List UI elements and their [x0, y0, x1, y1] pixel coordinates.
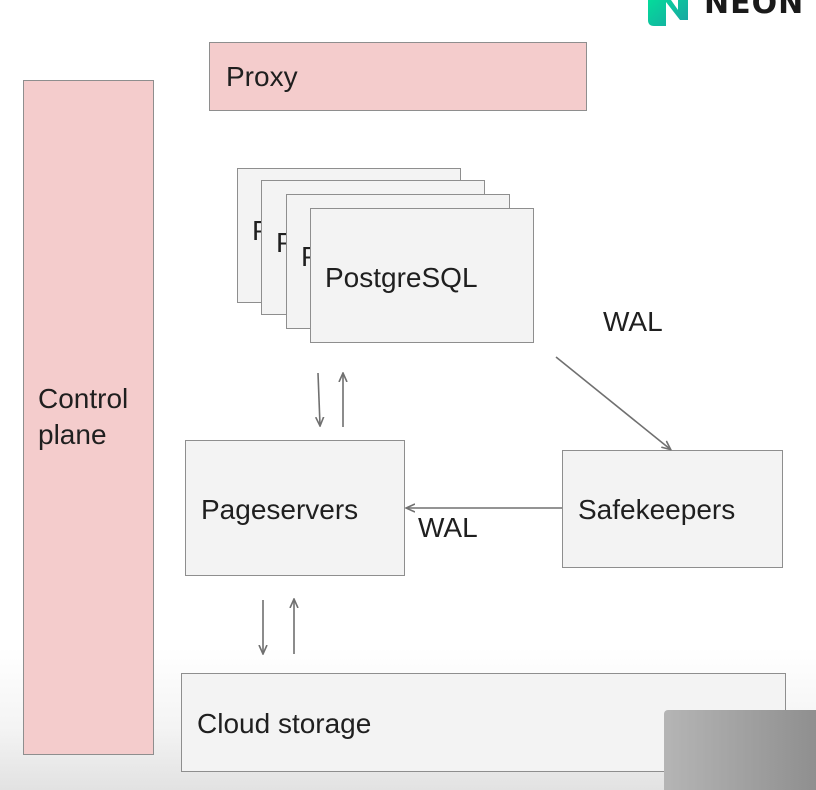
neon-logo: NEON — [646, 0, 816, 26]
wal-label-safekeepers-to-pageservers: WAL — [418, 512, 478, 543]
video-overlay-shade — [664, 710, 816, 790]
arrow-postgres-to-safekeepers — [555, 356, 670, 449]
postgres-card-front: PostgreSQL — [310, 208, 534, 343]
postgres-card-label: PostgreSQL — [325, 262, 478, 293]
pageservers-label: Pageservers — [201, 494, 359, 525]
arrow-postgres-to-pageservers — [318, 372, 320, 425]
control-plane-box — [23, 80, 154, 755]
wal-label-postgres-to-safekeepers: WAL — [603, 306, 663, 337]
safekeepers-label: Safekeepers — [578, 494, 736, 525]
cloud-storage-label: Cloud storage — [197, 708, 372, 739]
proxy-box — [209, 42, 587, 111]
pageservers-box — [185, 440, 405, 576]
control-plane-label: Control plane — [38, 383, 129, 450]
neon-logo-text: NEON — [704, 0, 805, 21]
proxy-label: Proxy — [226, 61, 298, 92]
neon-logo-icon — [648, 0, 688, 26]
safekeepers-box — [562, 450, 783, 568]
